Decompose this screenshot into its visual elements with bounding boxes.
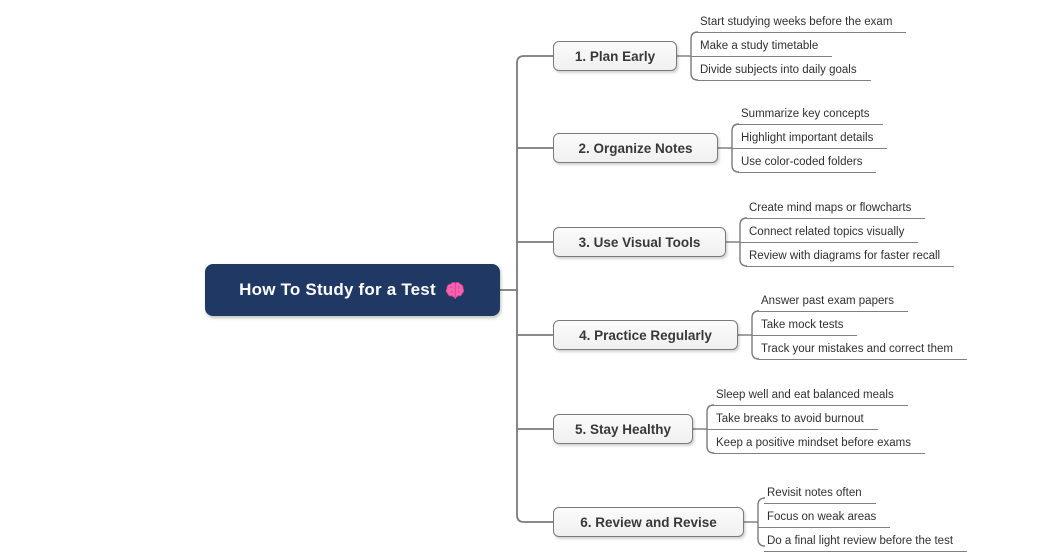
branch-node-organize-notes[interactable]: 2. Organize Notes [553,133,718,163]
subtopic-item[interactable]: Track your mistakes and correct them [758,339,967,360]
subtopic-item[interactable]: Answer past exam papers [758,291,908,312]
subtopic-item[interactable]: Do a final light review before the test [764,531,968,552]
branch-label: 6. Review and Revise [580,514,717,530]
central-topic-node[interactable]: How To Study for a Test [205,264,500,316]
subtopic-item[interactable]: Summarize key concepts [738,104,884,125]
branch-node-stay-healthy[interactable]: 5. Stay Healthy [553,414,693,444]
branch-label: 4. Practice Regularly [579,327,712,343]
subtopic-item[interactable]: Take breaks to avoid burnout [707,409,878,430]
subtopic-item[interactable]: Revisit notes often [764,483,876,504]
subtopic-item[interactable]: Keep a positive mindset before exams [713,433,925,454]
main-skeleton [500,55,553,523]
branch-node-use-visual-tools[interactable]: 3. Use Visual Tools [553,227,726,257]
subtopic-item[interactable]: Connect related topics visually [740,222,919,243]
subtopic-item[interactable]: Highlight important details [732,128,888,149]
subtopic-item[interactable]: Start studying weeks before the exam [697,12,907,33]
subtopic-item[interactable]: Sleep well and eat balanced meals [713,385,908,406]
subtopic-item[interactable]: Use color-coded folders [738,152,877,173]
branch-label: 5. Stay Healthy [574,421,672,437]
subtopic-item[interactable]: Make a study timetable [691,36,833,57]
branch-node-review-and-revise[interactable]: 6. Review and Revise [553,507,744,537]
connector-branch-6 [744,497,766,547]
branch-label: 3. Use Visual Tools [578,234,701,250]
branch-label: 1. Plan Early [574,48,656,64]
central-topic-label: How To Study for a Test [239,280,436,299]
branch-node-plan-early[interactable]: 1. Plan Early [553,41,677,71]
subtopic-item[interactable]: Take mock tests [752,315,858,336]
brain-icon [445,281,464,299]
subtopic-item[interactable]: Review with diagrams for faster recall [746,246,955,267]
subtopic-item[interactable]: Create mind maps or flowcharts [746,198,926,219]
subtopic-item[interactable]: Focus on weak areas [758,507,891,528]
branch-label: 2. Organize Notes [578,140,693,156]
branch-node-practice-regularly[interactable]: 4. Practice Regularly [553,320,738,350]
subtopic-item[interactable]: Divide subjects into daily goals [697,60,871,81]
